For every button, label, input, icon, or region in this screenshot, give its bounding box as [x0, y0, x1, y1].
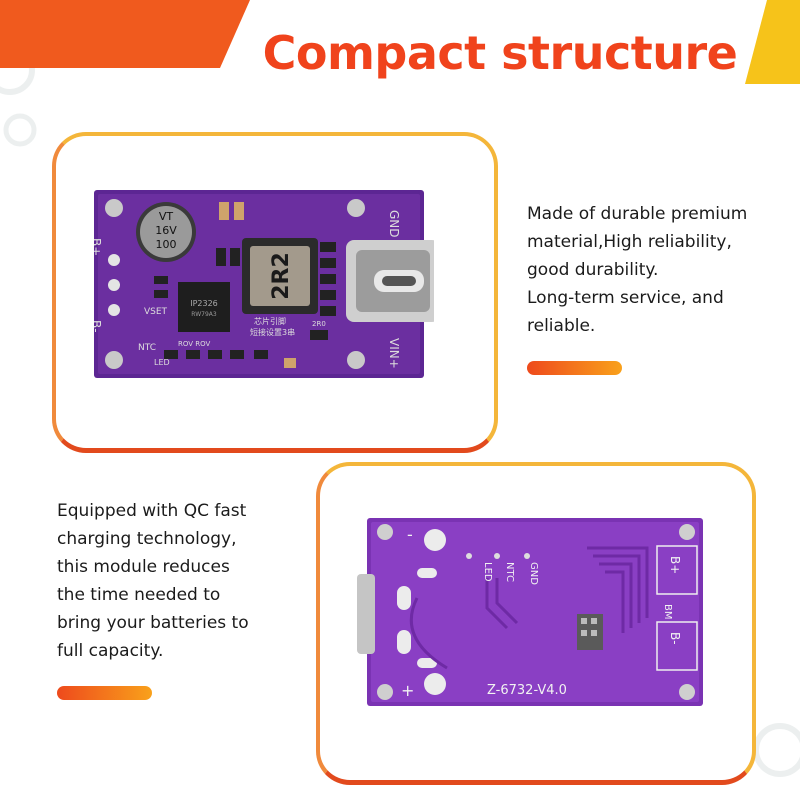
rov-label: ROV ROV	[178, 340, 211, 348]
minus-label: -	[407, 525, 413, 544]
corner-decoration-yellow	[745, 0, 800, 84]
back-bplus-label: B+	[668, 556, 682, 574]
corner-decoration-red	[0, 0, 250, 68]
feature-line: full capacity.	[57, 641, 164, 661]
pcb-front-image: VT 16V 100 2R2 IP2326 RW79A3 GND VIN+ B+…	[94, 190, 434, 378]
vin-label: VIN+	[387, 338, 401, 369]
bplus-label: B+	[94, 238, 103, 256]
led-label: LED	[154, 358, 170, 367]
feature-text-durability: Made of durable premium material,High re…	[527, 200, 747, 340]
feature-line: Long-term service, and	[527, 288, 724, 308]
cap-label-3: 100	[156, 238, 177, 251]
back-bm-label: BM	[662, 604, 673, 620]
accent-bar	[527, 361, 622, 375]
gnd-label: GND	[387, 210, 401, 238]
feature-line: charging technology,	[57, 529, 237, 549]
feature-line: reliable.	[527, 316, 596, 336]
feature-text-fast-charging: Equipped with QC fast charging technolog…	[57, 497, 249, 665]
feature-line: bring your batteries to	[57, 613, 249, 633]
back-led-label: LED	[482, 562, 493, 582]
chip-label: IP2326	[190, 299, 218, 308]
feature-line: good durability.	[527, 260, 659, 280]
back-ntc-label: NTC	[504, 562, 515, 582]
model-label: Z-6732-V4.0	[487, 683, 567, 698]
chip-label-2: RW79A3	[191, 311, 217, 318]
bminus-label: B-	[94, 320, 103, 333]
back-bminus-label: B-	[668, 632, 682, 645]
back-gnd-label: GND	[528, 562, 539, 585]
res-label: 2R0	[312, 320, 326, 328]
feature-line: the time needed to	[57, 585, 221, 605]
cap-label-2: 16V	[155, 224, 177, 237]
cap-label-1: VT	[159, 210, 174, 223]
note-label-2: 短接设置3串	[250, 327, 295, 337]
ntc-label: NTC	[138, 343, 156, 353]
feature-line: material,High reliability,	[527, 232, 732, 252]
feature-line: Made of durable premium	[527, 204, 748, 224]
page-title: Compact structure	[262, 26, 738, 80]
plus-label: +	[401, 681, 414, 700]
inductor-label: 2R2	[269, 252, 294, 300]
feature-line: this module reduces	[57, 557, 230, 577]
vset-label: VSET	[144, 307, 168, 317]
gear-icon	[753, 723, 800, 777]
feature-line: Equipped with QC fast	[57, 501, 247, 521]
note-label: 芯片引脚	[254, 316, 286, 326]
accent-bar	[57, 686, 152, 700]
pcb-back-image: - + LED NTC GND B+ BM B- Z-6732-V4.0	[357, 518, 703, 706]
